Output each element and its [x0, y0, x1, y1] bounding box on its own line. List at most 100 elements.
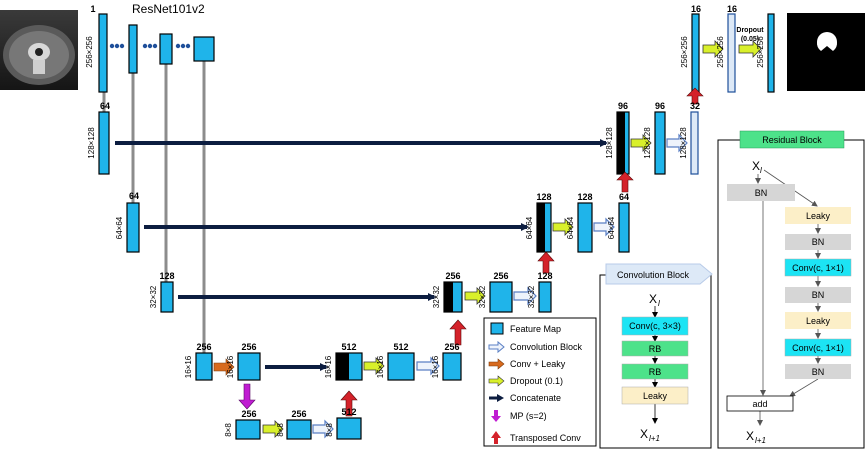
conv-block-input: X	[649, 292, 657, 306]
legend-dropout: Dropout (0.1)	[510, 376, 563, 386]
dropout-arrow-d4	[363, 357, 385, 375]
ellipsis-dots	[109, 43, 191, 49]
dim-enc-3: 64×64	[115, 216, 124, 239]
residual-block-input-sub: l	[760, 166, 762, 175]
residual-block-layer-5	[784, 338, 852, 357]
ch-b-b: 256	[241, 409, 256, 419]
conv-block-arrow-d1	[666, 133, 688, 153]
residual-block-layer-4	[785, 312, 851, 329]
ch-d2-cb: 128	[577, 192, 592, 202]
conv-block-arrows	[312, 133, 688, 439]
ch-enc-4: 128	[159, 271, 174, 281]
residual-block-bn-skip	[727, 184, 795, 201]
feature-map-d1-cb	[654, 111, 666, 175]
residual-block-layer-text-2: Conv(c, 1×1)	[792, 263, 844, 273]
feature-map-enc-1d	[193, 36, 215, 62]
residual-block-panel: Residual Block X l BN Leaky BN Conv	[717, 130, 865, 449]
dim-d1-cb: 128×128	[643, 127, 652, 159]
conv-block-layer-conv	[621, 316, 689, 336]
ch-d3-out: 128	[537, 271, 552, 281]
dim-d1-cat: 128×128	[605, 127, 614, 159]
residual-block-title: Residual Block	[762, 135, 822, 145]
transposed-conv-arrows	[340, 87, 704, 417]
dim-enc-2: 128×128	[87, 127, 96, 159]
ch-d3-cb: 256	[493, 271, 508, 281]
conv-block-layer-rb1	[621, 340, 689, 357]
dim-b-d: 8×8	[276, 423, 285, 437]
ch-d4-cb: 512	[393, 342, 408, 352]
dim-d4-out: 16×16	[431, 355, 440, 378]
dim-d4-cb: 16×16	[376, 355, 385, 378]
residual-block-bn-skip-text: BN	[755, 188, 768, 198]
dropout-top-value: (0.05)	[741, 36, 759, 43]
feature-map-enc-1c	[159, 33, 173, 65]
dropout-arrows	[262, 40, 762, 438]
feature-map-d2-cb	[577, 202, 593, 253]
ch-b-c: 256	[291, 409, 306, 419]
conv-leaky-arrow	[213, 358, 235, 376]
output-segmentation-mask	[787, 13, 865, 91]
legend-tconv: Transposed Conv	[510, 433, 581, 443]
dim-d3-cat: 32×32	[432, 285, 441, 308]
tconv-arrow-d3	[537, 251, 555, 274]
dropout-arrow-d2	[552, 218, 574, 236]
ch-enc-1: 1	[90, 4, 95, 14]
feature-map-d4-cb	[387, 352, 415, 381]
feature-map-enc-1b	[128, 24, 138, 74]
dim-enc-5: 16×16	[184, 355, 193, 378]
ch-b-a: 256	[241, 342, 256, 352]
conv-block-output-maps	[690, 13, 736, 175]
conv-block-layer-rb2	[621, 363, 689, 380]
residual-block-input: X	[752, 159, 760, 173]
dim-d3-cb: 32×32	[478, 285, 487, 308]
skip-connections	[115, 139, 608, 371]
ch-d1-cb: 96	[655, 101, 665, 111]
mp-arrow	[238, 383, 256, 410]
tconv-arrow-d1	[686, 87, 704, 105]
ch-d0-a: 16	[691, 4, 701, 14]
conv-block-input-sub: l	[658, 299, 660, 308]
residual-block-output-sub: l+1	[755, 436, 766, 445]
conv-block-arrow-d4	[416, 356, 440, 376]
conv-block-layer-text-3: Leaky	[643, 391, 668, 401]
legend-conv-leaky: Conv + Leaky	[510, 359, 566, 369]
residual-block-layer-6	[785, 364, 851, 379]
residual-block-layer-text-5: Conv(c, 1×1)	[792, 343, 844, 353]
dropout-arrow-d3	[464, 287, 486, 305]
residual-block-output: X	[746, 429, 754, 443]
encoder-connector-lines	[102, 60, 206, 353]
ch-d4-out: 256	[444, 342, 459, 352]
ch-d1-cat: 96	[618, 101, 628, 111]
feature-map-b-c	[235, 419, 261, 440]
conv-block-arrow-d3	[513, 286, 537, 306]
ch-enc-3: 64	[129, 191, 139, 201]
feature-map-d2-out	[618, 202, 630, 253]
feature-map-d0-a	[691, 13, 700, 93]
dropout-arrow-d1	[630, 134, 652, 152]
dropout-arrow-top	[738, 40, 762, 58]
tconv-arrow-b	[340, 390, 358, 417]
ch-d2-out: 64	[619, 192, 629, 202]
conv-block-output-sub: l+1	[649, 434, 660, 443]
dim-d2-cat: 64×64	[525, 216, 534, 239]
dropout-top-label: Dropout	[736, 27, 764, 34]
feature-map-enc-3	[126, 202, 140, 253]
dim-d4-cat: 16×16	[324, 355, 333, 378]
residual-block-layer-text-1: BN	[812, 237, 825, 247]
ch-enc-2: 64	[100, 101, 110, 111]
feature-map-d0-c	[767, 13, 775, 93]
legend-conv-block: Convolution Block	[510, 342, 583, 352]
conv-block-layer-text-0: Conv(c, 3×3)	[629, 321, 681, 331]
dropout-arrow-d0	[702, 40, 724, 58]
dim-b-b: 16×16	[226, 355, 235, 378]
legend-mp: MP (s=2)	[510, 411, 547, 421]
dim-enc-4: 32×32	[149, 285, 158, 308]
tconv-arrow-d2	[616, 171, 634, 193]
feature-map-b-d	[286, 419, 312, 440]
legend-concat: Concatenate	[510, 393, 561, 403]
feature-map-enc-4	[160, 281, 174, 313]
feature-map-enc-5	[195, 352, 213, 381]
feature-map-d3-cb	[489, 281, 513, 313]
feature-map-enc-1	[98, 13, 108, 93]
conv-block-output: X	[640, 427, 648, 441]
